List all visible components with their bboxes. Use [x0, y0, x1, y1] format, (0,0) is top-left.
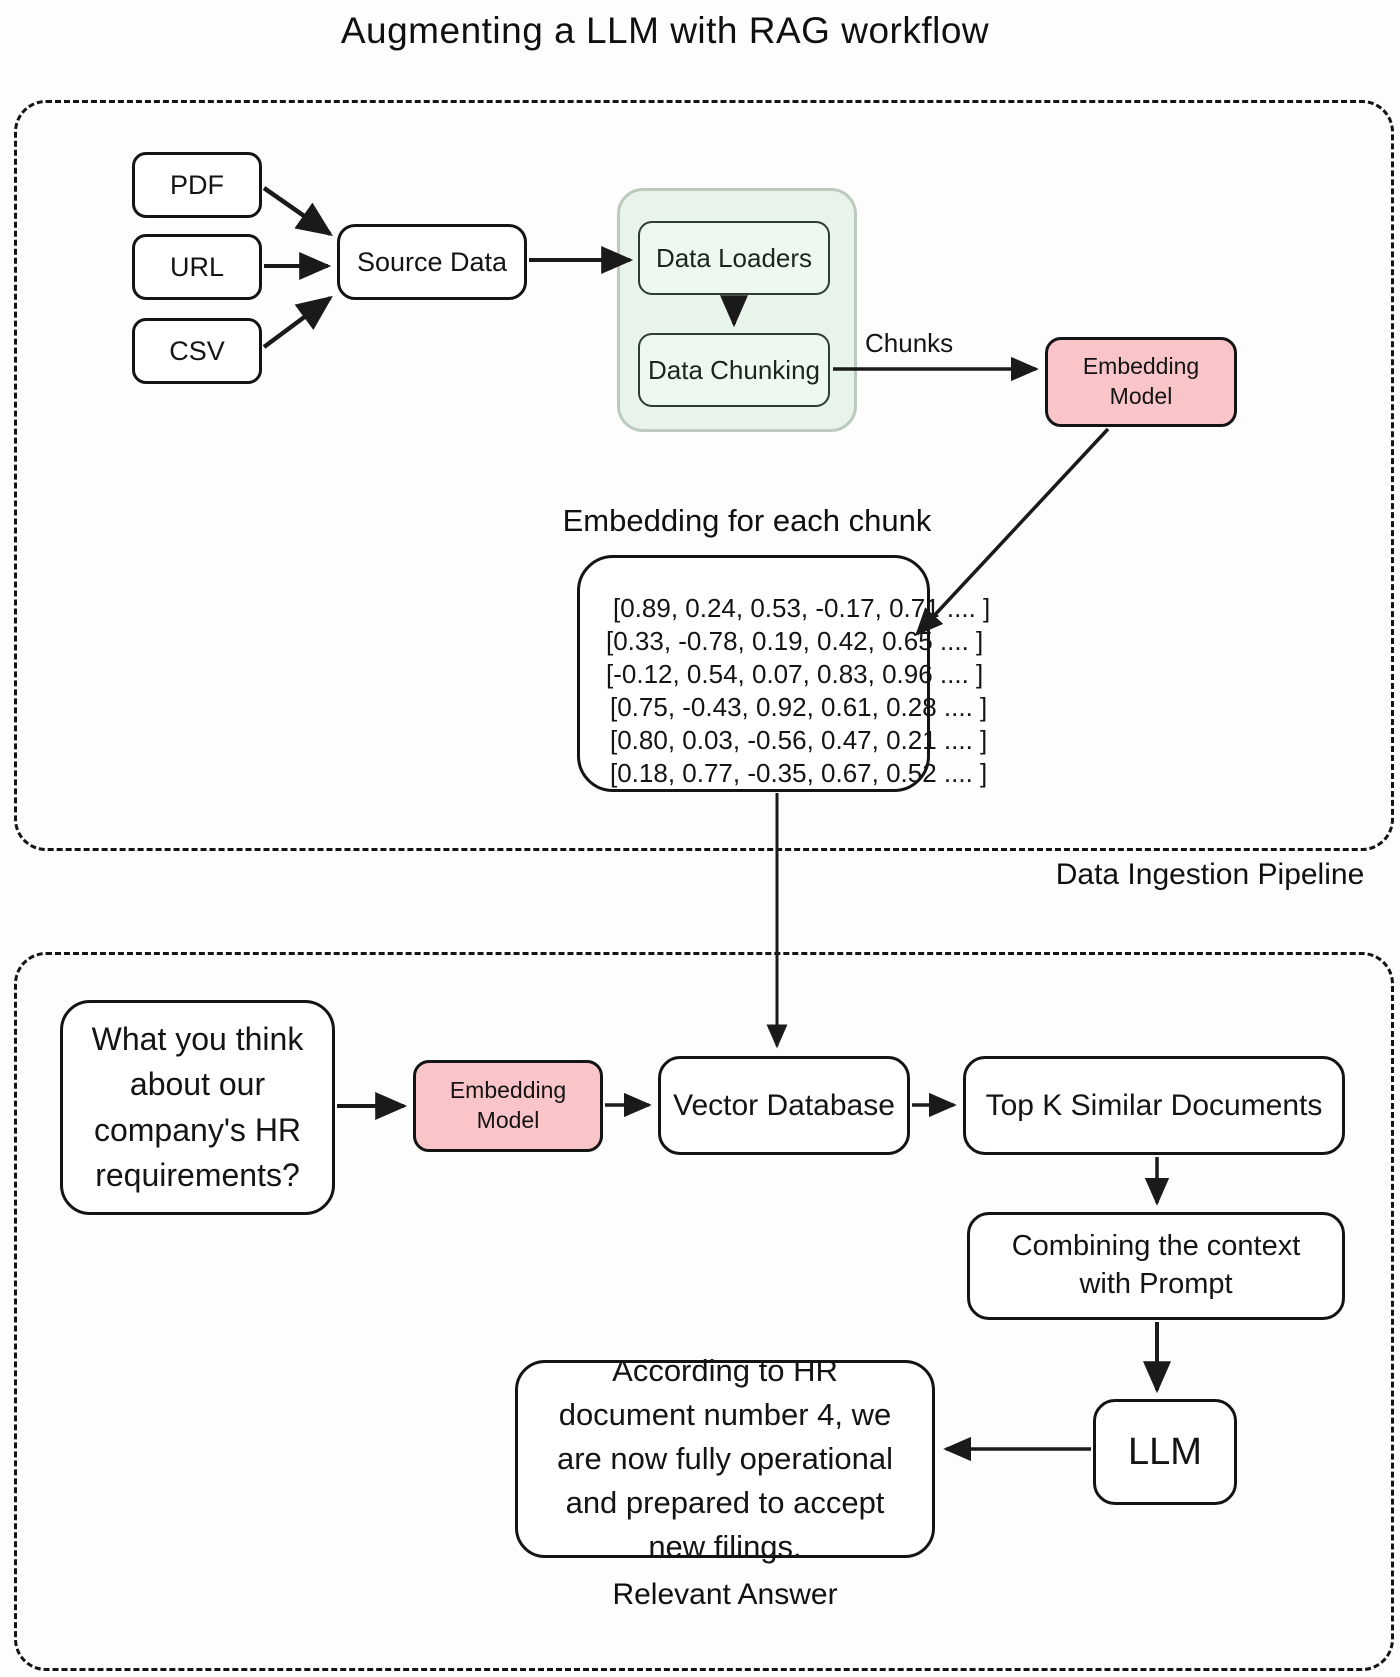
embedding-vectors-box: [0.89, 0.24, 0.53, -0.17, 0.71 .... ] [0… [577, 555, 991, 792]
source-csv-node: CSV [132, 318, 262, 384]
source-pdf-node: PDF [132, 152, 262, 218]
source-data-node: Source Data [337, 224, 527, 300]
vector-line: [-0.12, 0.54, 0.07, 0.83, 0.96 .... ] [606, 659, 984, 689]
embedding-model-node-ingestion: Embedding Model [1045, 337, 1237, 427]
combine-context-prompt-node: Combining the context with Prompt [967, 1212, 1345, 1320]
vector-line: [0.75, -0.43, 0.92, 0.61, 0.28 .... ] [610, 692, 988, 722]
data-loaders-node: Data Loaders [638, 221, 830, 295]
embedding-box-title: Embedding for each chunk [562, 503, 932, 538]
llm-node: LLM [1093, 1399, 1237, 1505]
user-query-node: What you think about our company's HR re… [60, 1000, 335, 1215]
vector-line: [0.33, -0.78, 0.19, 0.42, 0.65 .... ] [606, 626, 984, 656]
ingestion-pipeline-container [14, 100, 1394, 851]
vector-line: [0.80, 0.03, -0.56, 0.47, 0.21 .... ] [610, 725, 988, 755]
ingestion-pipeline-label: Data Ingestion Pipeline [1055, 858, 1365, 891]
source-url-node: URL [132, 234, 262, 300]
vector-line: [0.18, 0.77, -0.35, 0.67, 0.52 .... ] [610, 758, 988, 788]
vector-line: [0.89, 0.24, 0.53, -0.17, 0.71 .... ] [613, 593, 991, 623]
embedding-model-node-retrieval: Embedding Model [413, 1060, 603, 1152]
relevant-answer-label: Relevant Answer [612, 1578, 838, 1611]
top-k-documents-node: Top K Similar Documents [963, 1056, 1345, 1155]
diagram-title: Augmenting a LLM with RAG workflow [340, 10, 990, 51]
vector-database-node: Vector Database [658, 1056, 910, 1155]
chunks-arrow-label: Chunks [865, 328, 954, 358]
retrieval-container [14, 952, 1394, 1671]
data-chunking-node: Data Chunking [638, 333, 830, 407]
answer-node: According to HR document number 4, we ar… [515, 1353, 935, 1564]
